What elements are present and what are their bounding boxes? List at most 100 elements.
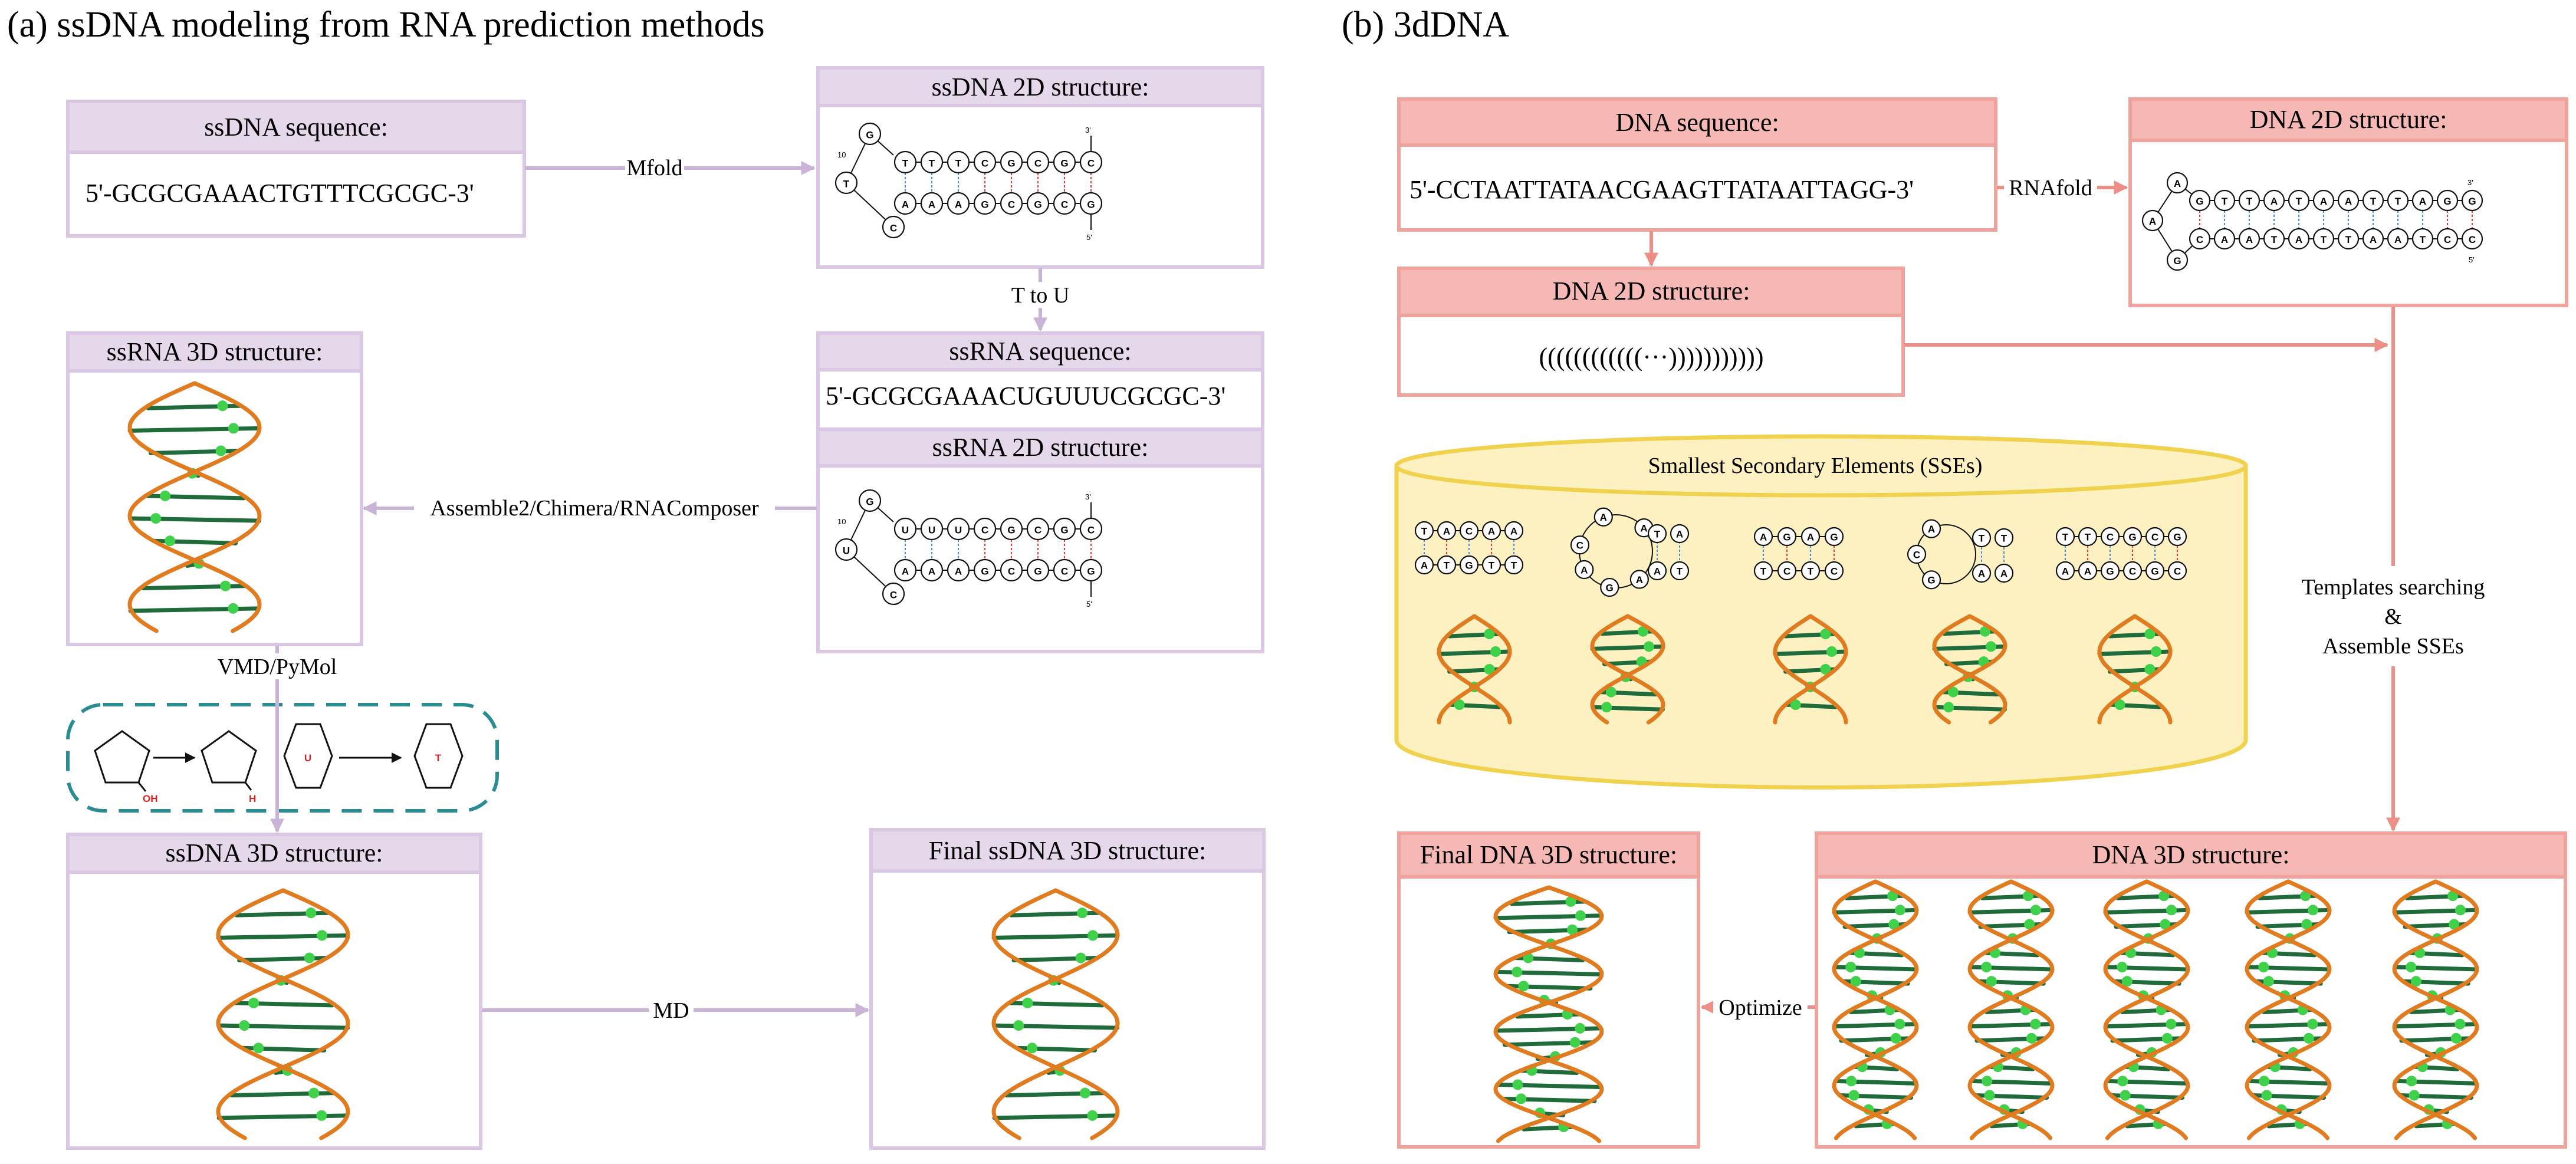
position-10-label: 10 (837, 517, 846, 526)
stem-bottom-nucleotide: C (1000, 558, 1023, 582)
base-rung (216, 933, 350, 940)
stem-bottom-nucleotide: T (2312, 228, 2335, 250)
stem-bottom-nucleotide-letter: A (955, 199, 962, 211)
stem-bottom-nucleotide: G (973, 558, 997, 582)
sse-top-nucleotide: T (1994, 528, 2014, 548)
position-10-label: 10 (837, 150, 846, 159)
ssdna-3d-helix (216, 888, 350, 1140)
stem-top-nucleotide: T (2387, 189, 2409, 212)
sse-loop-nucleotide: C (1907, 544, 1927, 564)
assemble-label: Assemble2/Chimera/RNAComposer (430, 496, 759, 521)
base-node (1820, 664, 1831, 675)
base-node (2406, 1076, 2417, 1087)
sse-bottom-nucleotide: A (1647, 561, 1667, 581)
loop-nucleotide: G (2166, 249, 2189, 271)
stem-top-nucleotide-letter: G (2468, 196, 2476, 207)
stem-top-nucleotide: C (973, 150, 997, 174)
sse-bottom-nucleotide-letter: C (1831, 565, 1838, 577)
loop-nucleotide-letter: G (866, 130, 873, 141)
stem-top-nucleotide-letter: C (981, 525, 988, 536)
sse-top-nucleotide-letter: A (1510, 525, 1517, 537)
sse-top-nucleotide-letter: T (1421, 525, 1428, 537)
stem-top-nucleotide-letter: C (1087, 525, 1095, 536)
stem-top-nucleotide: G (2189, 189, 2211, 212)
sse-top-nucleotide-letter: T (2085, 531, 2091, 542)
stem-bottom-nucleotide-letter: G (981, 199, 988, 211)
t-to-u-label: T to U (1011, 283, 1070, 308)
dna-3d-box: DNA 3D structure: (1815, 831, 2567, 1149)
base-node (2144, 664, 2156, 675)
base-node (2450, 1033, 2462, 1044)
loop-nucleotide: A (2166, 172, 2189, 194)
base-node (1490, 646, 1501, 657)
base-node (1790, 699, 1801, 710)
base-node (1567, 924, 1578, 935)
stem-top-nucleotide: U (920, 517, 944, 541)
stem-top-nucleotide-letter: C (981, 158, 988, 169)
sse-loop-nucleotide-letter: A (1600, 512, 1607, 523)
stem-top-nucleotide-letter: G (2196, 196, 2203, 207)
vmd-pymol-arrow: VMD/PyMol (208, 646, 347, 833)
base-node (1846, 1076, 1857, 1087)
stem-bottom-nucleotide: A (947, 558, 970, 582)
backbone-strand (1773, 614, 1848, 725)
stem-top-nucleotide-letter: G (1007, 525, 1015, 536)
stem-top-nucleotide-letter: A (2419, 196, 2426, 207)
h-label: H (249, 793, 256, 804)
sse-bottom-nucleotide: G (2145, 561, 2165, 581)
sse-bottom-nucleotide-letter: T (1444, 560, 1450, 571)
loop-nucleotide-letter: A (2174, 178, 2181, 189)
sse-loop-nucleotide: A (1593, 507, 1613, 527)
sse-top-nucleotide-letter: C (2107, 531, 2114, 542)
sse-top-nucleotide: A (1800, 527, 1821, 547)
base-node (2166, 1018, 2177, 1030)
stem-top-nucleotide: T (947, 150, 970, 174)
backbone-strand (2103, 879, 2190, 1140)
stem-bottom-nucleotide-letter: A (2295, 234, 2302, 245)
sse-bottom-nucleotide-letter: G (2106, 565, 2114, 577)
rnafold-arrow: RNAfold (1997, 175, 2128, 202)
stem-bottom-nucleotide-letter: T (2420, 234, 2426, 245)
stem-top-nucleotide: G (1000, 150, 1023, 174)
stem-bottom-nucleotide: A (893, 558, 917, 582)
stem-bottom-nucleotide-letter: G (1034, 199, 1041, 211)
stem-bottom-nucleotide: C (1000, 192, 1023, 215)
sse-top-nucleotide-letter: T (2062, 531, 2069, 542)
sse-loop-nucleotide: C (1570, 535, 1590, 555)
stem-top-nucleotide-letter: G (1007, 158, 1015, 169)
base-node (228, 603, 239, 614)
base-node (1022, 997, 1033, 1008)
base-node (2410, 976, 2421, 987)
backbone-strand (127, 381, 262, 633)
base-rung (127, 516, 262, 523)
base-node (2259, 1076, 2270, 1087)
ssrna-sequence-header: ssRNA sequence: (949, 337, 1131, 366)
sse-loop-nucleotide-letter: A (1640, 522, 1647, 534)
base-node (2307, 1018, 2318, 1030)
stem-bottom-nucleotide: A (2288, 228, 2310, 250)
five-prime-label: 5' (1086, 233, 1092, 242)
base-node (1943, 702, 1954, 713)
base-node (2161, 1033, 2173, 1044)
stem-bottom-nucleotide-letter: G (1034, 566, 1041, 577)
loop-nucleotide-letter: A (2149, 216, 2156, 227)
stem-top-nucleotide-letter: G (2443, 196, 2451, 207)
stem-bottom-nucleotide-letter: A (2370, 234, 2377, 245)
stem-top-nucleotide: U (893, 517, 917, 541)
sse-top-nucleotide: A (1504, 521, 1524, 541)
sse-bottom-nucleotide-letter: G (1465, 560, 1473, 571)
base-rung (216, 1113, 350, 1120)
sse-top-nucleotide-letter: T (1979, 532, 1985, 544)
stem-bottom-nucleotide: A (920, 192, 944, 215)
backbone-strand (1773, 614, 1848, 725)
base-node (1820, 629, 1831, 639)
stem-bottom-nucleotide-letter: C (1061, 566, 1068, 577)
sse-top-nucleotide: T (1647, 524, 1667, 544)
stem-bottom-nucleotide-letter: C (2469, 234, 2476, 245)
sse-loop-nucleotide-letter: C (1576, 540, 1583, 551)
sse-top-nucleotide: A (1753, 527, 1773, 547)
